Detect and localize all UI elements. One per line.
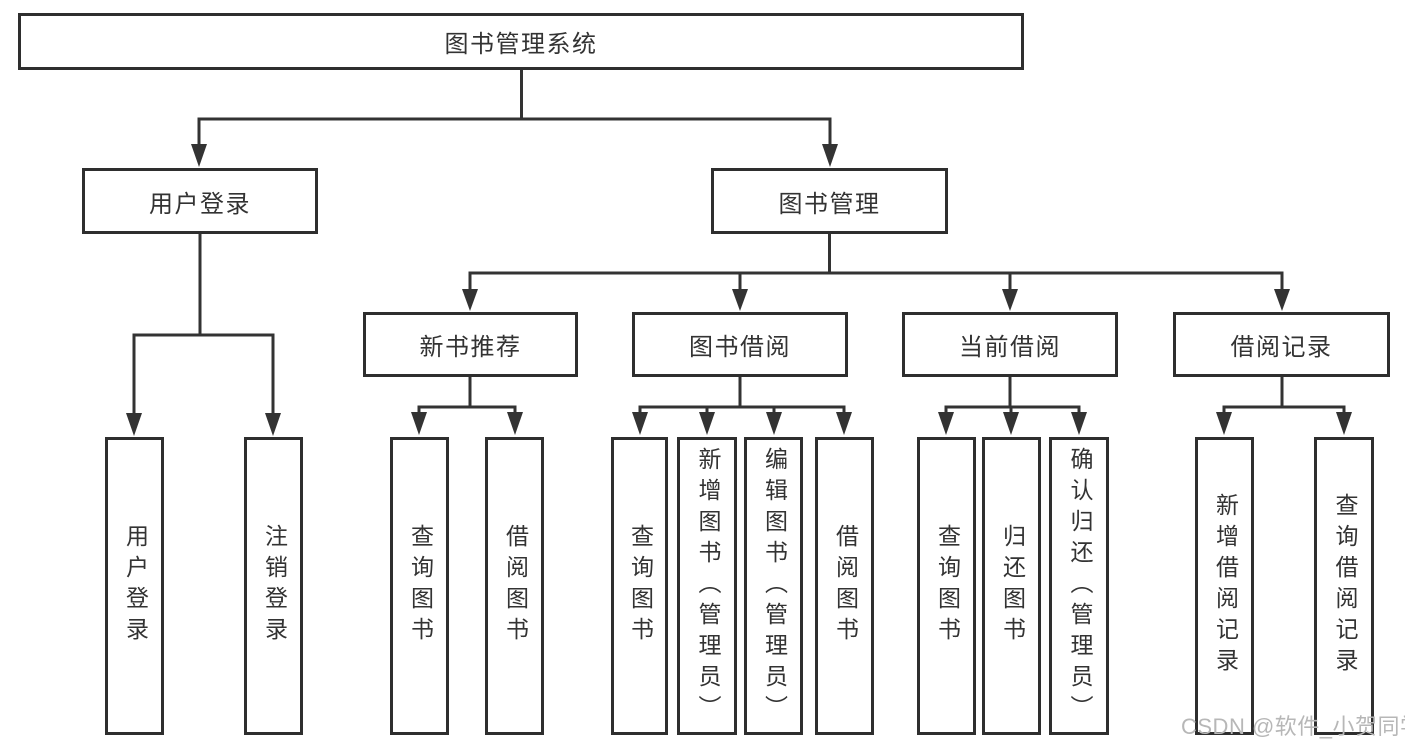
node-label: 借阅图书 bbox=[502, 524, 529, 648]
node-current-borrowing: 当前借阅 bbox=[902, 312, 1118, 377]
arrowhead bbox=[938, 412, 954, 435]
node-label: 查询图书 bbox=[627, 524, 654, 648]
node-label: 注销登录 bbox=[261, 524, 288, 648]
node-leaf-add-book-admin: 新增图书（管理员） bbox=[677, 437, 737, 735]
node-label: 新增借阅记录 bbox=[1212, 493, 1239, 679]
node-label: 图书管理 bbox=[778, 190, 881, 218]
node-borrowing-records: 借阅记录 bbox=[1173, 312, 1390, 377]
arrowhead bbox=[836, 412, 852, 435]
arrowhead bbox=[1002, 289, 1018, 311]
node-label: 编辑图书（管理员） bbox=[761, 446, 788, 726]
node-label: 图书管理系统 bbox=[444, 31, 598, 58]
node-book-borrowing: 图书借阅 bbox=[632, 312, 848, 377]
arrowhead bbox=[822, 144, 838, 167]
node-label: 新书推荐 bbox=[419, 334, 522, 361]
arrowhead bbox=[462, 289, 478, 311]
node-label: 归还图书 bbox=[999, 524, 1026, 648]
node-leaf-user-login: 用户登录 bbox=[105, 437, 164, 735]
node-label: 用户登录 bbox=[149, 190, 251, 218]
node-leaf-logout: 注销登录 bbox=[244, 437, 303, 735]
node-label: 当前借阅 bbox=[959, 334, 1061, 361]
node-leaf-borrow-books-recommend: 借阅图书 bbox=[485, 437, 544, 735]
arrowhead bbox=[699, 412, 715, 435]
node-leaf-query-borrow-record: 查询借阅记录 bbox=[1314, 437, 1374, 735]
node-leaf-query-books-current: 查询图书 bbox=[917, 437, 976, 735]
node-user-login: 用户登录 bbox=[82, 168, 318, 234]
node-leaf-add-borrow-record: 新增借阅记录 bbox=[1195, 437, 1254, 735]
node-leaf-confirm-return-admin: 确认归还（管理员） bbox=[1049, 437, 1109, 735]
arrowhead bbox=[632, 412, 648, 435]
arrowhead bbox=[1003, 412, 1019, 435]
node-label: 用户登录 bbox=[122, 524, 149, 648]
node-label: 新增图书（管理员） bbox=[694, 446, 721, 726]
arrowhead bbox=[732, 289, 748, 311]
node-label: 确认归还（管理员） bbox=[1066, 446, 1093, 726]
node-label: 借阅记录 bbox=[1230, 334, 1333, 361]
arrowhead bbox=[411, 412, 427, 435]
node-library-management-system: 图书管理系统 bbox=[18, 13, 1024, 70]
node-new-book-recommendation: 新书推荐 bbox=[363, 312, 578, 377]
arrowhead bbox=[1216, 412, 1232, 435]
node-label: 查询图书 bbox=[934, 524, 961, 648]
node-label: 借阅图书 bbox=[832, 524, 859, 648]
node-leaf-edit-book-admin: 编辑图书（管理员） bbox=[744, 437, 803, 735]
arrowhead bbox=[1071, 412, 1087, 435]
arrowhead bbox=[1336, 412, 1352, 435]
arrowhead bbox=[507, 412, 523, 435]
csdn-watermark: CSDN @软件_小贺同学 bbox=[1181, 714, 1405, 739]
arrowhead bbox=[265, 413, 281, 436]
node-leaf-return-books: 归还图书 bbox=[982, 437, 1041, 735]
node-label: 查询借阅记录 bbox=[1331, 493, 1358, 679]
arrowhead bbox=[191, 144, 207, 167]
arrowhead bbox=[766, 412, 782, 435]
node-leaf-query-books-recommend: 查询图书 bbox=[390, 437, 449, 735]
node-label: 查询图书 bbox=[407, 524, 434, 648]
node-label: 图书借阅 bbox=[689, 334, 791, 361]
arrowhead bbox=[1274, 289, 1290, 311]
node-book-management: 图书管理 bbox=[711, 168, 948, 234]
arrowhead bbox=[126, 413, 142, 436]
node-leaf-borrow-books-borrowing: 借阅图书 bbox=[815, 437, 874, 735]
node-leaf-query-books-borrowing: 查询图书 bbox=[611, 437, 668, 735]
